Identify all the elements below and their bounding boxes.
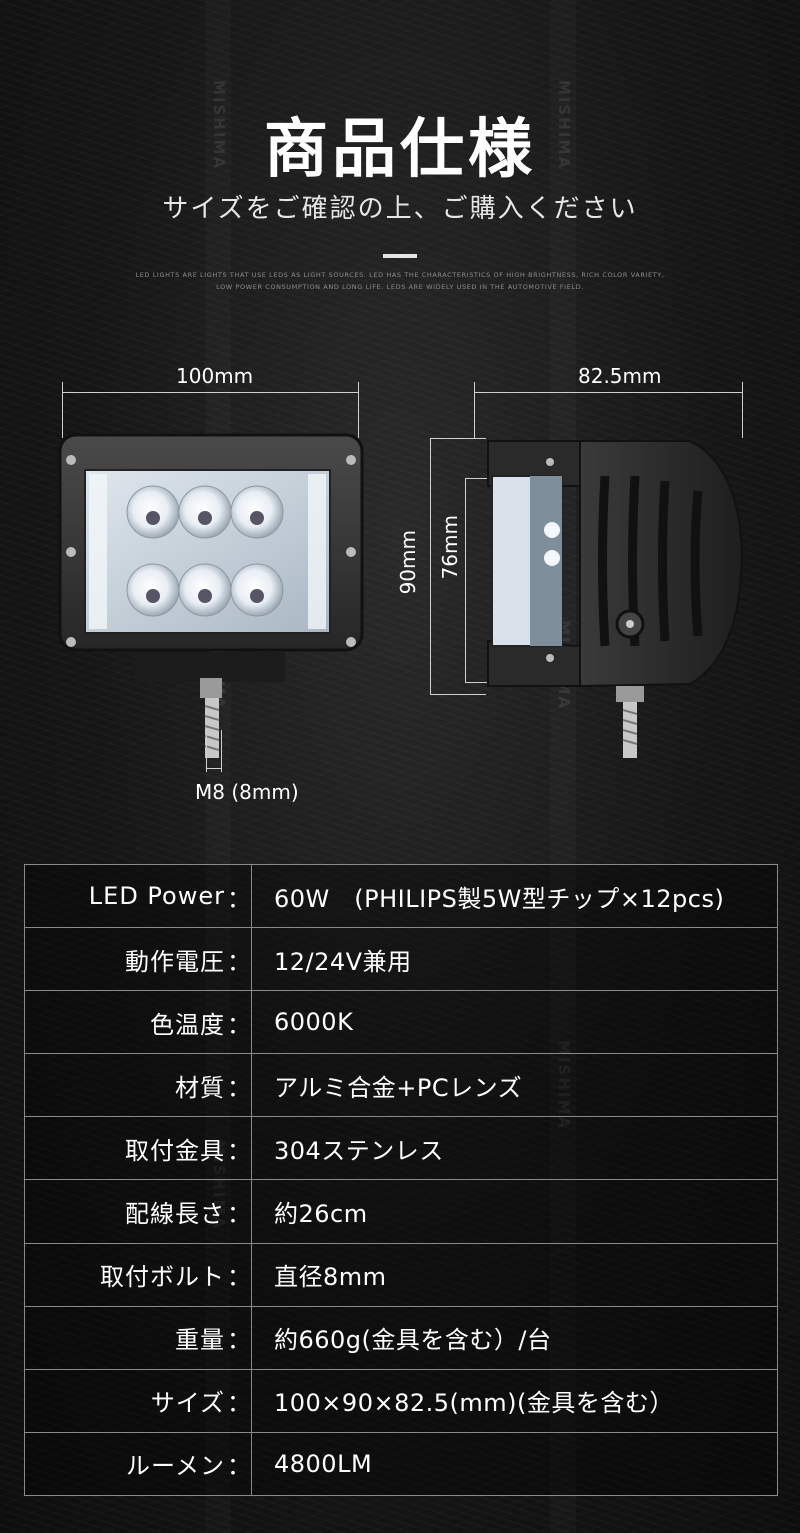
bolt-line [206, 768, 222, 769]
spec-colon: ： [227, 1368, 252, 1433]
tagline-line-2: LOW POWER CONSUMPTION AND LONG LIFE. LED… [216, 283, 584, 291]
side-depth-tick-left [474, 382, 475, 438]
spec-value: 12/24V兼用 [251, 927, 778, 992]
watermark: MISHIMA [210, 80, 228, 170]
height-total-label: 90mm [396, 530, 420, 595]
spec-label: 重量 [24, 1305, 227, 1370]
spec-row: 配線長さ：約26cm [24, 1179, 778, 1244]
front-width-line [62, 392, 358, 393]
watermark: MISHIMA [555, 80, 573, 170]
spec-colon: ： [227, 1431, 252, 1497]
spec-colon: ： [227, 1305, 252, 1370]
title-divider [383, 254, 417, 258]
front-width-label: 100mm [176, 364, 254, 388]
spec-row: 取付ボルト：直径8mm [24, 1242, 778, 1307]
height-body-tick-top [465, 478, 495, 479]
page-title: 商品仕様 [264, 113, 536, 187]
spec-row: 色温度：6000K [24, 990, 778, 1055]
spec-row: LED Power：60W (PHILIPS製5W型チップ×12pcs) [24, 863, 778, 929]
spec-row: 動作電圧：12/24V兼用 [24, 927, 778, 992]
spec-colon: ： [227, 1179, 252, 1244]
spec-value: 304ステンレス [251, 1116, 778, 1181]
side-depth-tick-right [742, 382, 743, 438]
height-body-line [465, 478, 466, 682]
page-subtitle: サイズをご確認の上、ご購入ください [162, 194, 638, 224]
side-view-image [487, 440, 744, 758]
spec-label: ルーメン [24, 1431, 227, 1497]
spec-value: 直径8mm [251, 1242, 778, 1307]
spec-row: サイズ：100×90×82.5(mm)(金具を含む） [24, 1368, 778, 1433]
spec-colon: ： [227, 1116, 252, 1181]
tagline-line-1: LED LIGHTS ARE LIGHTS THAT USE LEDS AS L… [135, 271, 665, 279]
spec-row: 材質：アルミ合金+PCレンズ [24, 1053, 778, 1118]
front-width-tick-right [358, 382, 359, 438]
spec-row: 取付金具：304ステンレス [24, 1116, 778, 1181]
front-width-tick-left [62, 382, 63, 438]
front-view-image [58, 433, 364, 758]
spec-label: LED Power [24, 863, 227, 929]
spec-value: 60W (PHILIPS製5W型チップ×12pcs) [251, 863, 778, 929]
spec-colon: ： [227, 863, 252, 929]
spec-value: 100×90×82.5(mm)(金具を含む） [251, 1368, 778, 1433]
spec-row: 重量：約660g(金具を含む）/台 [24, 1305, 778, 1370]
bolt-label: M8 (8mm) [195, 780, 299, 804]
height-total-line [430, 438, 431, 694]
height-body-label: 76mm [438, 515, 462, 580]
spec-table: LED Power：60W (PHILIPS製5W型チップ×12pcs)動作電圧… [24, 863, 778, 1497]
height-body-tick-bottom [465, 682, 495, 683]
spec-row: ルーメン：4800LM [24, 1431, 778, 1497]
spec-label: 動作電圧 [24, 927, 227, 992]
spec-value: 4800LM [251, 1431, 778, 1497]
spec-value: 約660g(金具を含む）/台 [251, 1305, 778, 1370]
side-depth-label: 82.5mm [578, 364, 662, 388]
bolt-tick-right [221, 730, 222, 772]
spec-label: 材質 [24, 1053, 227, 1118]
spec-label: 配線長さ [24, 1179, 227, 1244]
spec-label: 取付金具 [24, 1116, 227, 1181]
height-total-tick-bottom [430, 694, 486, 695]
height-total-tick-top [430, 438, 486, 439]
spec-colon: ： [227, 1053, 252, 1118]
spec-value: 6000K [251, 990, 778, 1055]
spec-label: 取付ボルト [24, 1242, 227, 1307]
spec-value: 約26cm [251, 1179, 778, 1244]
bolt-tick-left [206, 730, 207, 772]
spec-colon: ： [227, 1242, 252, 1307]
spec-value: アルミ合金+PCレンズ [251, 1053, 778, 1118]
spec-label: 色温度 [24, 990, 227, 1055]
spec-label: サイズ [24, 1368, 227, 1433]
side-depth-line [474, 392, 742, 393]
spec-colon: ： [227, 927, 252, 992]
spec-colon: ： [227, 990, 252, 1055]
